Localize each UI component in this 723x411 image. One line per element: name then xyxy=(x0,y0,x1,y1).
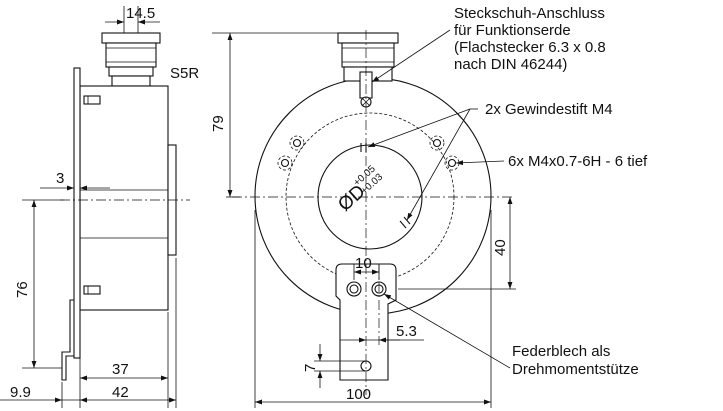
dim-42: 42 xyxy=(80,384,176,403)
dim-label-76: 76 xyxy=(14,281,31,298)
dim-label-14-5: 14.5 xyxy=(126,5,155,22)
plate-screw-top xyxy=(83,95,101,105)
thread-holes xyxy=(277,135,460,171)
dim-40: 40 xyxy=(398,197,516,290)
dim-label-40: 40 xyxy=(492,239,509,256)
earth-line-3: (Flachstecker 6.3 x 0.8 xyxy=(454,39,606,56)
dim-79: 79 xyxy=(210,32,338,198)
dim-label-79: 79 xyxy=(210,115,227,132)
dim-100: 100 xyxy=(254,210,492,408)
dim-3: 3 xyxy=(40,170,110,195)
hollow-bore xyxy=(317,144,423,250)
side-view xyxy=(60,32,190,381)
set-screws-label: 2x Gewindestift M4 xyxy=(485,101,613,118)
earth-line-1: Steckschuh-Anschluss xyxy=(454,5,605,22)
dim-label-37: 37 xyxy=(112,361,129,378)
dim-label-5-3: 5.3 xyxy=(396,323,417,340)
set-screw-right xyxy=(399,216,411,229)
dim-14-5: 14.5 xyxy=(105,5,160,33)
earth-line-4: nach DIN 46244) xyxy=(454,56,567,73)
dim-label-9-9: 9.9 xyxy=(10,384,31,401)
dim-76: 76 xyxy=(14,199,64,369)
plate-screw-bottom xyxy=(83,285,101,295)
torque-line-1: Federblech als xyxy=(512,343,610,360)
dim-label-3: 3 xyxy=(56,170,64,187)
dim-5-3: 5.3 xyxy=(340,323,424,343)
dim-label-42: 42 xyxy=(112,384,129,401)
torque-line-2: Drehmomentstütze xyxy=(512,361,639,378)
dim-37: 37 xyxy=(79,258,177,408)
dim-label-10: 10 xyxy=(355,255,372,272)
annotation-earth-connector: Steckschuh-Anschluss für Funktionserde (… xyxy=(371,5,606,83)
dim-10: 10 xyxy=(353,255,380,280)
dim-label-100: 100 xyxy=(346,386,371,403)
connector-s5r xyxy=(101,32,161,87)
encoder-housing xyxy=(79,85,169,311)
front-connector xyxy=(337,32,399,68)
mounting-plate xyxy=(73,67,81,359)
annotation-threads: 6x M4x0.7-6H - 6 tief xyxy=(455,153,648,170)
earth-line-2: für Funktionserde xyxy=(454,22,571,39)
dim-7: 7 xyxy=(302,344,366,388)
threads-label: 6x M4x0.7-6H - 6 tief xyxy=(508,153,648,170)
dim-label-7: 7 xyxy=(302,364,319,372)
connector-label: S5R xyxy=(170,65,199,82)
annotation-torque-support: Federblech als Drehmomentstütze xyxy=(383,293,639,378)
torque-support-bracket xyxy=(61,299,74,381)
dim-9-9: 9.9 xyxy=(0,382,80,408)
front-view xyxy=(232,30,515,395)
annotation-set-screws: 2x Gewindestift M4 xyxy=(367,101,613,221)
